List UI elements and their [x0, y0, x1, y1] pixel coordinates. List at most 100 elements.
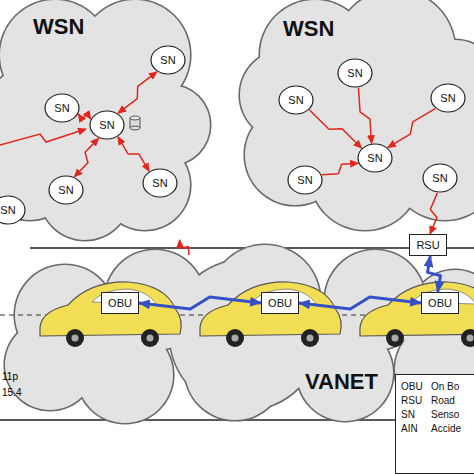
- ellipse-shape: [90, 111, 124, 139]
- car-wheel: [301, 329, 319, 347]
- wireless-link: [310, 110, 362, 148]
- car-hub: [307, 335, 314, 342]
- wireless-link: [388, 109, 435, 148]
- cloud-part: [170, 260, 320, 410]
- lane-line: [0, 315, 474, 316]
- car-wheel: [66, 329, 84, 347]
- car-hub: [232, 335, 239, 342]
- car-hub: [392, 335, 399, 342]
- car-window: [252, 289, 316, 304]
- car-window: [412, 289, 474, 304]
- sensor-node: SN: [48, 175, 84, 205]
- sensor-node: SN: [430, 83, 466, 113]
- car-symbol: [200, 282, 341, 347]
- car-wheel: [386, 329, 404, 347]
- network-title: WSN: [283, 17, 334, 41]
- ellipse-shape: [45, 94, 79, 122]
- node-label: OBU: [108, 297, 132, 309]
- sensor-node: SN: [337, 58, 373, 88]
- node-label: SN: [288, 94, 303, 106]
- node-label: SN: [54, 102, 69, 114]
- node-label: Senso: [431, 409, 459, 420]
- ellipse-shape: [358, 144, 392, 172]
- sensor-node: SN: [44, 93, 80, 123]
- car-body: [200, 282, 341, 336]
- sensor-node: SN: [278, 85, 314, 115]
- node-label: SN: [160, 54, 175, 66]
- sensor-node: SN: [357, 143, 393, 173]
- wireless-link: [299, 297, 421, 309]
- node-label: SN: [440, 92, 455, 104]
- car-symbol: [40, 282, 181, 347]
- car-window: [92, 289, 156, 304]
- cylinder-bottom: [130, 126, 140, 130]
- sensor-node: SN: [0, 195, 26, 225]
- node-label: SN: [347, 67, 362, 79]
- ellipse-shape: [338, 59, 372, 87]
- node-label: Accide: [431, 423, 461, 434]
- car-hub: [467, 335, 474, 342]
- node-label: SN: [297, 174, 312, 186]
- cylinder-body: [130, 118, 140, 128]
- car-wheel: [226, 329, 244, 347]
- node-label: SN: [0, 204, 15, 216]
- car-hub: [72, 335, 79, 342]
- wireless-link: [180, 240, 189, 255]
- standard-label: 15.4: [2, 387, 21, 398]
- wireless-link: [0, 129, 86, 145]
- node-label: OBU: [268, 297, 292, 309]
- wireless-link: [428, 256, 441, 292]
- node-label: SN: [99, 119, 114, 131]
- sensor-node: SN: [287, 165, 323, 195]
- ellipse-shape: [431, 84, 465, 112]
- car-symbol: [360, 282, 474, 347]
- wsn-cloud: WSNSNSNSNSNSNSNRSU: [245, 0, 474, 235]
- ellipse-shape: [151, 46, 185, 74]
- node-label: SN: [432, 172, 447, 184]
- node-label: SN: [152, 177, 167, 189]
- car-wheel: [461, 329, 474, 347]
- database-symbol: [130, 116, 140, 130]
- sensor-node: SN: [150, 45, 186, 75]
- car-body: [40, 282, 181, 336]
- ellipse-shape: [423, 164, 457, 192]
- standard-label: 11p: [2, 371, 18, 382]
- wireless-link: [74, 138, 98, 176]
- node-label: OBU: [428, 297, 452, 309]
- abbreviation-table: OBUOn BoRSURoadSNSensoAINAccide: [395, 374, 474, 474]
- network-title: VANET: [305, 370, 378, 394]
- car-wheel: [141, 329, 159, 347]
- obu-box: OBU: [261, 292, 299, 314]
- cloud-part: [25, 45, 165, 185]
- network-title: WSN: [33, 15, 84, 39]
- node-label: SN: [401, 409, 415, 420]
- sensor-node: SN: [422, 163, 458, 193]
- wireless-link: [78, 113, 90, 120]
- node-label: AIN: [401, 423, 418, 434]
- wireless-link: [322, 163, 358, 174]
- sensor-node: SN: [142, 168, 178, 198]
- obu-box: OBU: [421, 292, 459, 314]
- wireless-link: [358, 88, 371, 144]
- node-label: SN: [367, 152, 382, 164]
- cloud-outline: [245, 0, 474, 235]
- ellipse-shape: [288, 166, 322, 194]
- wsn-cloud: WSN SN SN SN SN SN SN: [0, 0, 210, 240]
- obu-box: OBU: [101, 292, 139, 314]
- node-label: RSU: [401, 395, 422, 406]
- ellipse-shape: [0, 196, 25, 224]
- wireless-link: [118, 137, 149, 171]
- ellipse-shape: [143, 169, 177, 197]
- car-body: [360, 282, 474, 336]
- cloud-part: [305, 45, 445, 185]
- ellipse-shape: [49, 176, 83, 204]
- node-label: OBU: [401, 381, 423, 392]
- node-label: RSU: [416, 239, 439, 251]
- sensor-node: SN: [89, 110, 125, 140]
- node-label: Road: [431, 395, 455, 406]
- cylinder-top: [130, 116, 140, 120]
- wireless-link: [118, 72, 157, 113]
- car-hub: [147, 335, 154, 342]
- wireless-link: [139, 297, 261, 309]
